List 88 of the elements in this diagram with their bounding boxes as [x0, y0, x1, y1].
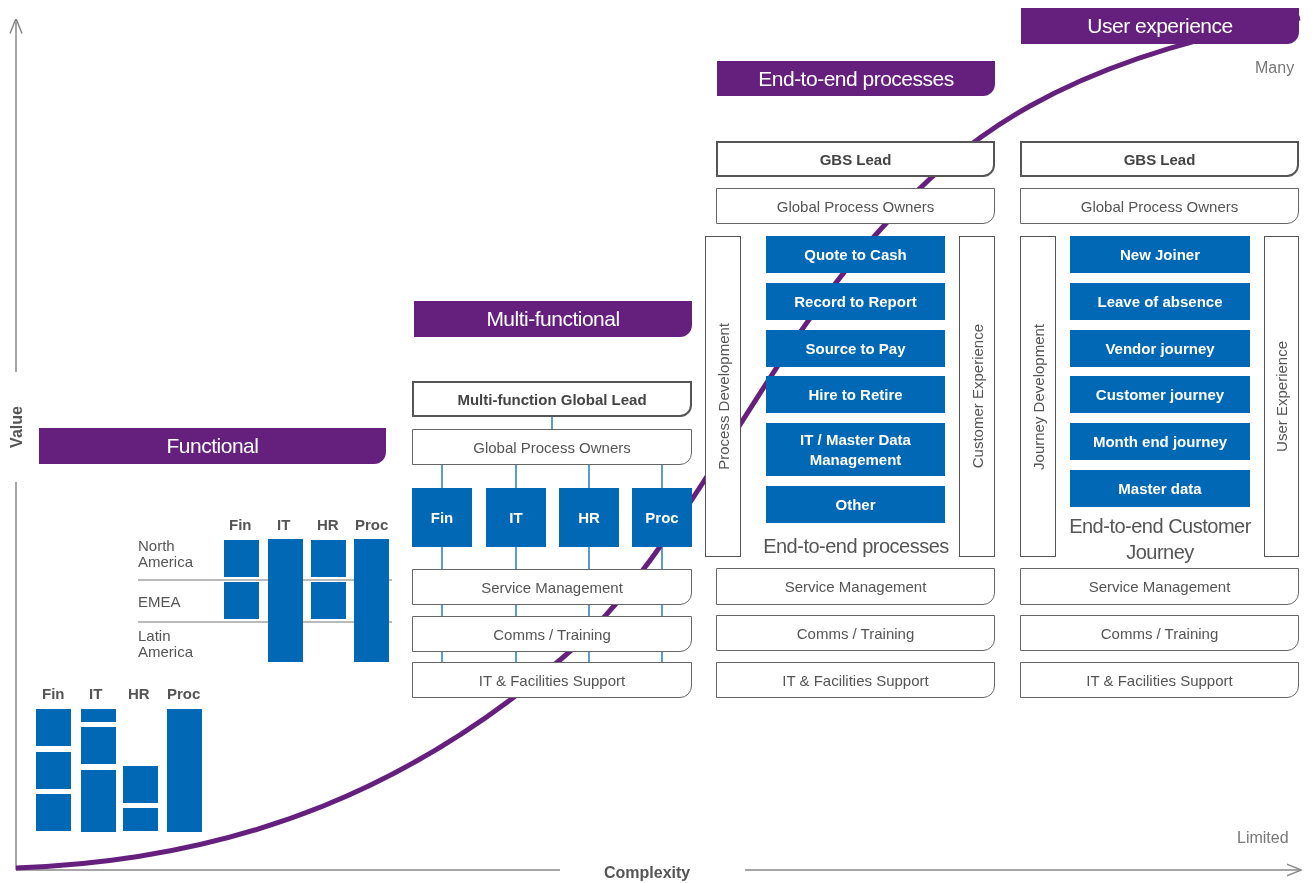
layer-box: IT & Facilities Support — [412, 662, 692, 698]
function-bar — [311, 540, 346, 577]
layer-box: IT & Facilities Support — [716, 662, 995, 698]
group-caption: End-to-end Customer Journey — [1068, 514, 1252, 565]
side-panel: Customer Experience — [959, 236, 995, 557]
function-box: Record to Report — [766, 283, 945, 320]
function-box: IT — [486, 488, 546, 547]
function-box: Proc — [632, 488, 692, 547]
function-bar — [81, 709, 116, 722]
layer-box: Comms / Training — [716, 615, 995, 651]
column-header: IT — [277, 516, 291, 533]
function-box: Master data — [1070, 470, 1250, 507]
function-box: HR — [559, 488, 619, 547]
row-label: North America — [138, 538, 194, 570]
connector-line — [661, 604, 663, 617]
function-bar — [81, 727, 116, 764]
column-header: IT — [89, 685, 103, 702]
group-caption: End-to-end processes — [762, 535, 950, 558]
connector-line — [588, 604, 590, 617]
function-box: Hire to Retire — [766, 376, 945, 413]
connector-line — [515, 464, 517, 489]
connector-line — [441, 464, 443, 489]
function-box: Quote to Cash — [766, 236, 945, 273]
column-header: Fin — [42, 685, 65, 702]
axis-title: Complexity — [604, 864, 691, 882]
column-header: Proc — [167, 685, 201, 702]
connector-line — [588, 464, 590, 489]
side-panel: Journey Development — [1020, 236, 1056, 557]
connector-line — [515, 604, 517, 617]
connector-line — [441, 604, 443, 617]
function-box: Other — [766, 486, 945, 523]
lead-box: GBS Lead — [1020, 141, 1299, 177]
layer-box: Comms / Training — [1020, 615, 1299, 651]
function-bar — [224, 582, 259, 619]
column-header: Proc — [355, 516, 389, 533]
function-box: New Joiner — [1070, 236, 1250, 273]
function-box: Vendor journey — [1070, 330, 1250, 367]
layer-box: IT & Facilities Support — [1020, 662, 1299, 698]
connector-line — [661, 651, 663, 663]
lead-box: GBS Lead — [716, 141, 995, 177]
lead-box: Multi-function Global Lead — [412, 381, 692, 417]
connector-line — [515, 651, 517, 663]
function-bar — [224, 540, 259, 577]
row-label: Latin America — [138, 628, 194, 660]
layer-box: Service Management — [412, 569, 692, 605]
function-box: IT / Master Data Management — [766, 423, 945, 476]
function-box: Source to Pay — [766, 330, 945, 367]
function-bar — [354, 539, 389, 662]
function-box: Month end journey — [1070, 423, 1250, 460]
connector-line — [441, 651, 443, 663]
connector-line — [661, 546, 663, 570]
function-bar — [36, 794, 71, 831]
function-bar — [123, 766, 158, 803]
connector-line — [515, 546, 517, 570]
connector-line — [441, 546, 443, 570]
function-box: Fin — [412, 488, 472, 547]
layer-box: Global Process Owners — [716, 188, 995, 224]
layer-box: Global Process Owners — [1020, 188, 1299, 224]
axis-label: Limited — [1237, 829, 1289, 847]
function-bar — [123, 808, 158, 831]
connector-line — [588, 651, 590, 663]
row-label: EMEA — [138, 593, 181, 610]
function-bar — [268, 539, 303, 662]
function-bar — [311, 582, 346, 619]
layer-box: Service Management — [1020, 568, 1299, 605]
layer-box: Service Management — [716, 568, 995, 605]
layer-box: Comms / Training — [412, 616, 692, 652]
function-bar — [167, 709, 202, 832]
column-header: HR — [317, 516, 339, 533]
column-header: Fin — [229, 516, 252, 533]
layer-box: Global Process Owners — [412, 429, 692, 465]
column-header: HR — [128, 685, 150, 702]
stage-banner: User experience — [1021, 8, 1299, 44]
axis-title: Value — [7, 406, 26, 448]
side-panel: Process Development — [705, 236, 741, 557]
function-bar — [36, 752, 71, 789]
function-bar — [81, 770, 116, 832]
stage-banner: Functional — [39, 428, 386, 464]
stage-banner: End-to-end processes — [717, 61, 995, 96]
axis-label: Many — [1255, 59, 1295, 77]
connector-line — [551, 416, 553, 430]
function-bar — [36, 709, 71, 746]
function-box: Customer journey — [1070, 376, 1250, 413]
side-panel: User Experience — [1264, 236, 1299, 557]
stage-banner: Multi-functional — [414, 301, 692, 337]
function-box: Leave of absence — [1070, 283, 1250, 320]
connector-line — [588, 546, 590, 570]
connector-line — [661, 464, 663, 489]
